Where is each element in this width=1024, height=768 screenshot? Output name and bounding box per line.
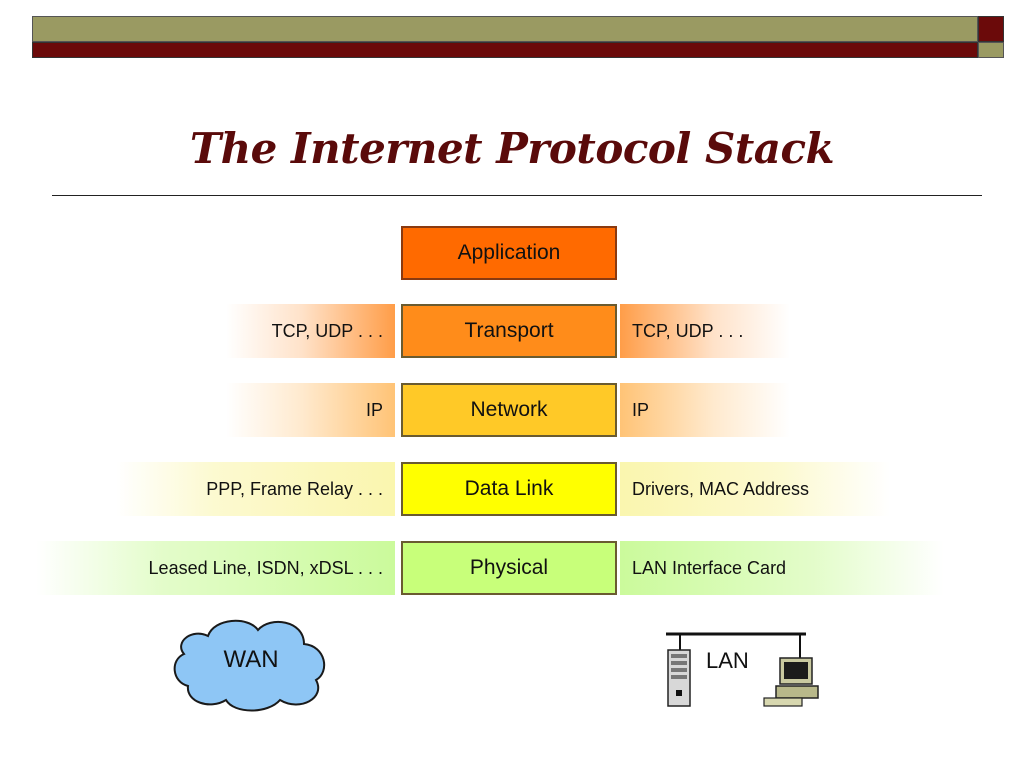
transport-right-protocols: TCP, UDP . . . — [620, 304, 790, 358]
header-bar-maroon — [32, 42, 978, 58]
lan-label: LAN — [706, 648, 749, 673]
datalink-left-protocols: PPP, Frame Relay . . . — [116, 462, 395, 516]
cloud-icon — [173, 619, 325, 712]
datalink-right-protocols: Drivers, MAC Address — [620, 462, 890, 516]
slide-title: The Internet Protocol Stack — [189, 124, 835, 173]
network-left-protocols: IP — [226, 383, 395, 437]
layer-datalink: Data Link — [401, 462, 617, 516]
physical-left-protocols: Leased Line, ISDN, xDSL . . . — [36, 541, 395, 595]
layer-application: Application — [401, 226, 617, 280]
layer-network: Network — [401, 383, 617, 437]
wan-label: WAN — [223, 646, 279, 673]
transport-left-protocols: TCP, UDP . . . — [226, 304, 395, 358]
lan-network-icon — [666, 632, 819, 707]
title-divider — [52, 195, 982, 196]
layer-physical: Physical — [401, 541, 617, 595]
layer-transport: Transport — [401, 304, 617, 358]
physical-right-protocols: LAN Interface Card — [620, 541, 944, 595]
network-right-protocols: IP — [620, 383, 790, 437]
header-corner-maroon — [978, 16, 1004, 42]
header-corner-olive — [978, 42, 1004, 58]
header-bar-olive — [32, 16, 978, 42]
